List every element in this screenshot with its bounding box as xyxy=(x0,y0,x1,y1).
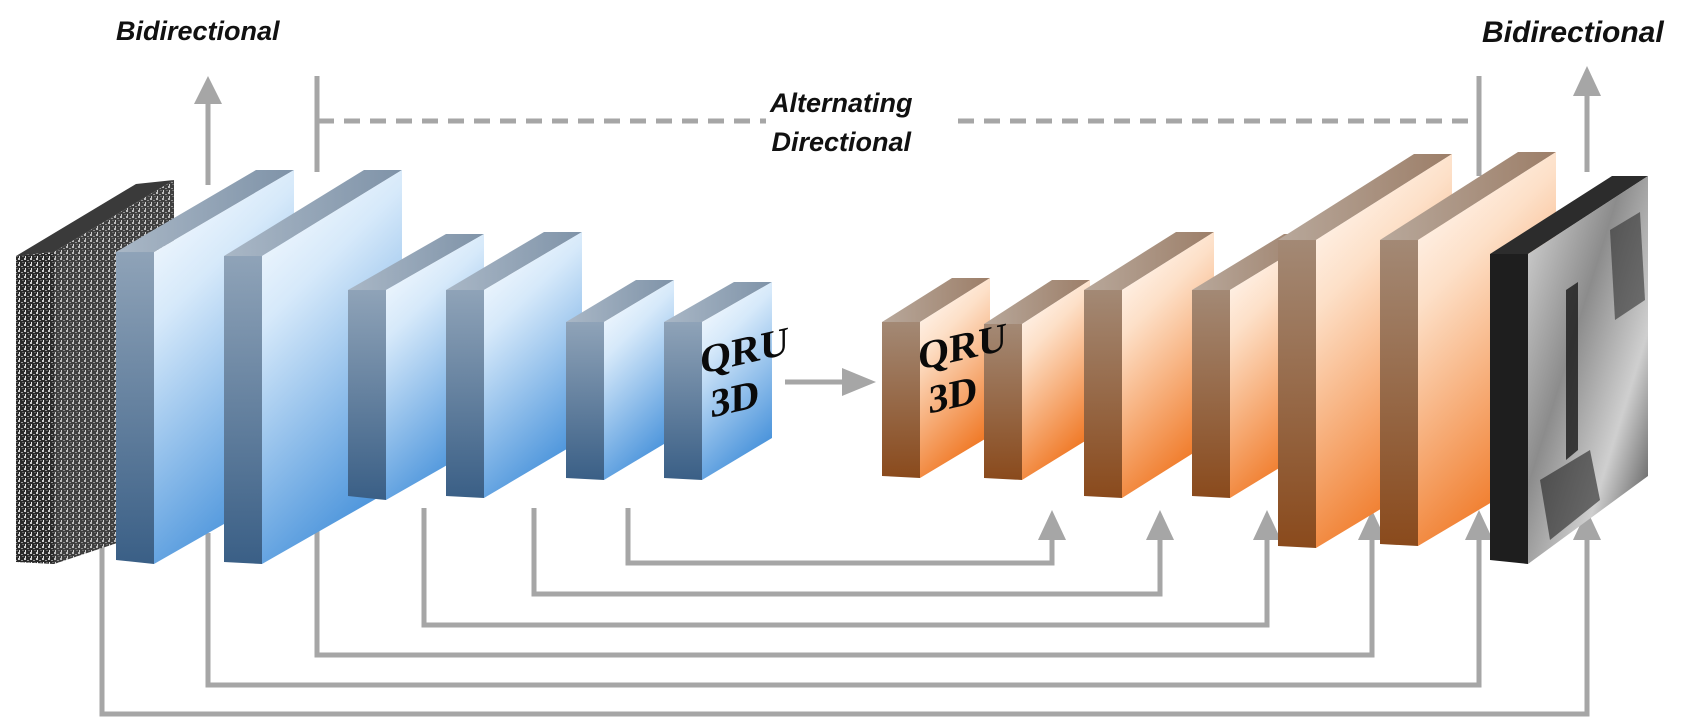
skip-connection-3 xyxy=(421,508,1270,628)
alternating-label-line2: Directional xyxy=(771,127,912,157)
decoder-block-qru3d xyxy=(882,278,990,478)
skip-connection-2 xyxy=(531,508,1163,597)
bidirectional-label-left: Bidirectional xyxy=(116,16,280,46)
encoder-blocks xyxy=(116,170,772,564)
skip-connection-1 xyxy=(625,508,1055,566)
skip-connection-5 xyxy=(205,533,1482,688)
encoder-qru3d-label: QRU 3D xyxy=(700,318,789,430)
decoder-block-3 xyxy=(1084,232,1214,498)
direction-arrowheads xyxy=(194,66,1601,396)
skip-arrowheads xyxy=(1038,510,1601,540)
alternating-label-line1: Alternating xyxy=(770,88,913,118)
skip-connection-4 xyxy=(314,505,1375,658)
skip-connection-6 xyxy=(99,533,1590,717)
encoder-block-qru3d xyxy=(664,282,772,480)
direction-arrows xyxy=(205,76,1590,385)
bidirectional-label-right: Bidirectional xyxy=(1482,16,1664,49)
encoder-block-4 xyxy=(446,232,582,498)
output-clean-image xyxy=(1490,176,1648,564)
alternating-directional-label: Alternating Directional xyxy=(770,84,913,162)
encoder-block-5 xyxy=(566,280,674,480)
skip-connections xyxy=(99,505,1590,717)
decoder-block-2 xyxy=(984,280,1090,480)
decoder-qru3d-label: QRU 3D xyxy=(918,314,1007,426)
